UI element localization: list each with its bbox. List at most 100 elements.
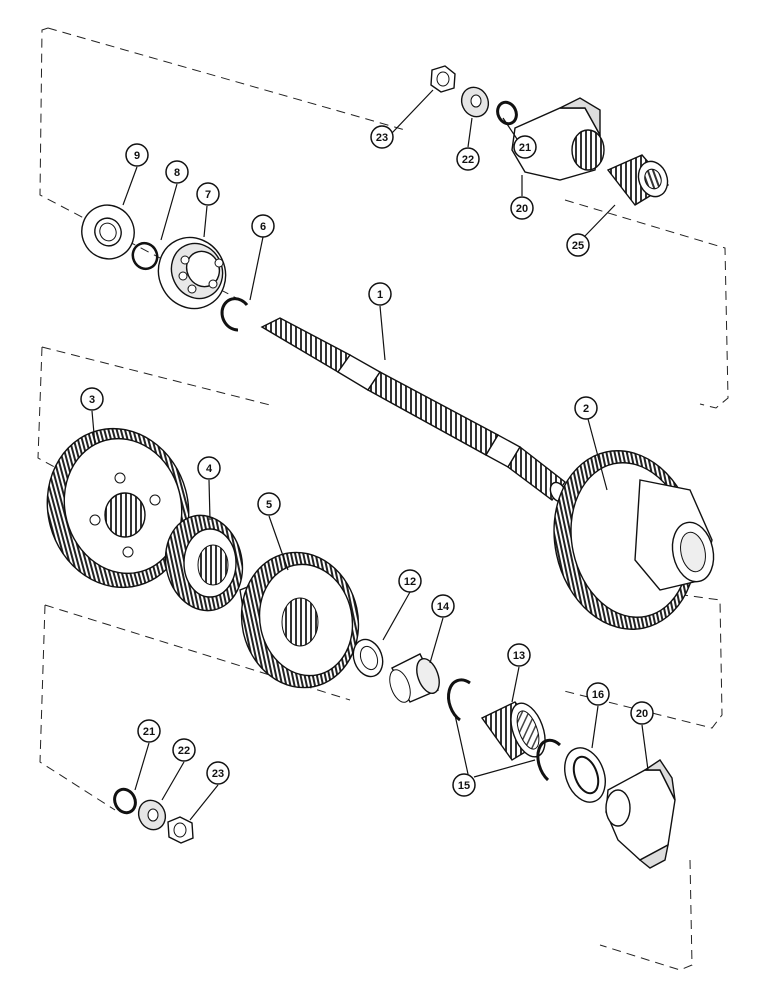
callout-c14: 14	[431, 594, 455, 618]
callout-circle	[507, 643, 531, 667]
callout-c5: 5	[257, 492, 281, 516]
callout-circle	[137, 719, 161, 743]
part-16-seal	[564, 747, 606, 803]
callout-label: 23	[212, 768, 224, 780]
callout-circle	[172, 738, 196, 762]
callout-label: 8	[174, 167, 180, 179]
part-2-gear	[553, 450, 715, 630]
callout-label: 21	[143, 726, 155, 738]
callout-c16: 16	[586, 682, 610, 706]
part-15-snap-ring-a	[447, 678, 471, 722]
part-22-washer-top	[460, 86, 490, 118]
callout-c15: 15	[452, 773, 476, 797]
callout-c6: 6	[251, 214, 275, 238]
callout-label: 25	[572, 240, 584, 252]
part-3-gear	[46, 427, 190, 589]
callout-c23a: 23	[370, 125, 394, 149]
part-25-coupler	[606, 154, 670, 206]
callout-label: 13	[513, 650, 525, 662]
callout-c2: 2	[574, 396, 598, 420]
bottom-group-outline	[39, 604, 693, 971]
part-23-nut-bottom	[167, 816, 194, 844]
callout-circle	[206, 761, 230, 785]
callout-label: 12	[404, 576, 416, 588]
callout-c22a: 22	[456, 147, 480, 171]
callout-label: 21	[519, 142, 531, 154]
callout-label: 20	[516, 203, 528, 215]
callout-circle	[80, 387, 104, 411]
part-20-yoke-top	[511, 97, 605, 181]
callout-circle	[165, 160, 189, 184]
part-7-bearing	[157, 236, 227, 310]
callout-c4: 4	[197, 456, 221, 480]
part-5-gear	[239, 551, 360, 689]
part-21-ring-top	[496, 100, 518, 126]
part-21-ring-bottom	[113, 787, 137, 815]
callout-circle	[398, 569, 422, 593]
part-20-yoke-bottom	[605, 759, 676, 869]
callout-circle	[125, 143, 149, 167]
callout-circle	[431, 594, 455, 618]
callout-label: 4	[206, 463, 213, 475]
top-group-outline-upper	[47, 27, 406, 131]
callout-label: 23	[376, 132, 388, 144]
callout-label: 20	[636, 708, 648, 720]
callout-label: 16	[592, 689, 604, 701]
callout-c23b: 23	[206, 761, 230, 785]
callout-circle	[370, 125, 394, 149]
callout-circle	[197, 456, 221, 480]
part-12-washer	[352, 638, 384, 678]
part-8-snap-ring	[131, 241, 159, 271]
part-13-needle-bearing	[480, 701, 547, 761]
part-23-nut-top	[430, 65, 456, 93]
callout-label: 5	[266, 499, 272, 511]
part-22-washer-bottom	[137, 799, 167, 831]
callout-circle	[196, 182, 220, 206]
callout-label: 22	[178, 745, 190, 757]
callout-label: 9	[134, 150, 140, 162]
part-9-seal	[81, 204, 135, 260]
group-outlines	[37, 27, 729, 971]
callout-c21b: 21	[137, 719, 161, 743]
callout-label: 2	[583, 403, 589, 415]
callout-circle	[510, 196, 534, 220]
callout-label: 15	[458, 780, 470, 792]
callout-circle	[574, 396, 598, 420]
callout-c25: 25	[566, 233, 590, 257]
callout-label: 7	[205, 189, 211, 201]
callout-circle	[452, 773, 476, 797]
callout-label: 22	[462, 154, 474, 166]
callout-circle	[513, 135, 537, 159]
callout-c7: 7	[196, 182, 220, 206]
callout-c13: 13	[507, 643, 531, 667]
callout-circle	[368, 282, 392, 306]
callout-circle	[456, 147, 480, 171]
callout-label: 3	[89, 394, 95, 406]
callout-circle	[630, 701, 654, 725]
callout-circle	[586, 682, 610, 706]
leader-lines	[91, 89, 649, 821]
callout-c3: 3	[80, 387, 104, 411]
part-14-bushing	[389, 653, 440, 703]
callout-c20b: 20	[630, 701, 654, 725]
top-group-outline	[39, 27, 729, 409]
callout-circle	[251, 214, 275, 238]
callout-c12: 12	[398, 569, 422, 593]
callout-label: 1	[377, 289, 383, 301]
callout-label: 6	[260, 221, 266, 233]
callout-c20a: 20	[510, 196, 534, 220]
callout-c9: 9	[125, 143, 149, 167]
callout-c8: 8	[165, 160, 189, 184]
part-6-snap-ring	[220, 297, 249, 332]
part-4-gear	[164, 514, 244, 612]
callout-c21a: 21	[513, 135, 537, 159]
callout-label: 14	[437, 601, 450, 613]
part-1-shaft	[260, 317, 567, 503]
callout-c1: 1	[368, 282, 392, 306]
part-15-snap-ring-b	[536, 738, 562, 782]
callout-circle	[566, 233, 590, 257]
callout-circle	[257, 492, 281, 516]
callout-c22b: 22	[172, 738, 196, 762]
